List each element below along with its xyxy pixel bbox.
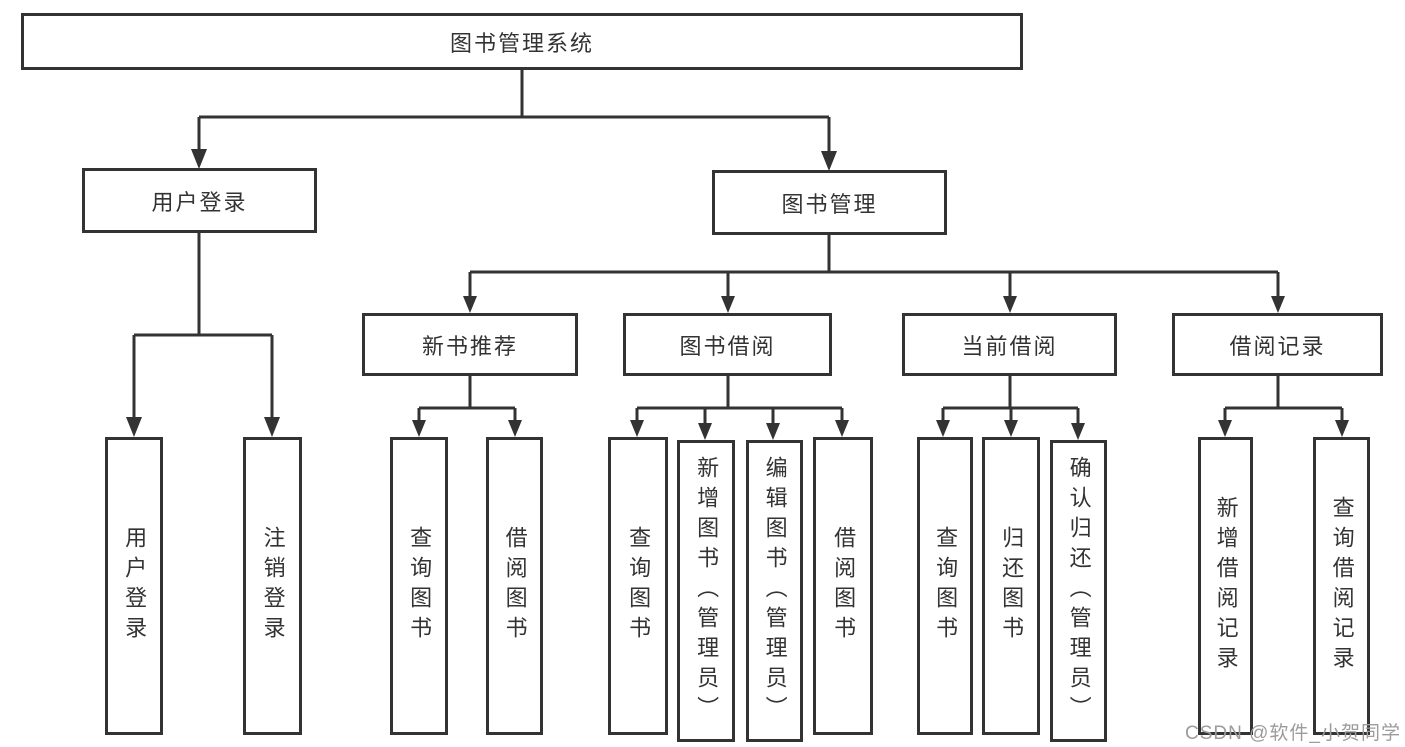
watermark: CSDN @软件_小贺同学 — [1185, 723, 1401, 744]
leaf-query-borrow-record: 查询借阅记录 — [1313, 437, 1370, 735]
leaf-return-books: 归还图书 — [982, 437, 1040, 735]
leaf-edit-books-admin-label: 编辑图书（管理员） — [762, 456, 788, 726]
node-book-borrowing: 图书借阅 — [623, 313, 832, 376]
node-borrowing-records: 借阅记录 — [1172, 313, 1383, 376]
leaf-query-borrow-record-label: 查询借阅记录 — [1329, 496, 1355, 676]
leaf-add-borrow-record-label: 新增借阅记录 — [1213, 496, 1239, 676]
leaf-query-books-borrowing-label: 查询图书 — [626, 526, 652, 646]
connector-arrowheads — [126, 149, 1349, 440]
leaf-query-books-recommend-label: 查询图书 — [407, 526, 433, 646]
leaf-confirm-return-admin: 确认归还（管理员） — [1050, 440, 1107, 742]
leaf-query-books-recommend: 查询图书 — [390, 437, 448, 735]
leaf-add-borrow-record: 新增借阅记录 — [1198, 437, 1253, 735]
node-current-borrowing: 当前借阅 — [902, 313, 1117, 376]
node-book-management: 图书管理 — [712, 170, 947, 235]
node-new-book-recommendation: 新书推荐 — [362, 313, 578, 376]
node-library-management-system: 图书管理系统 — [21, 13, 1023, 70]
leaf-borrow-books-recommend: 借阅图书 — [486, 437, 543, 735]
leaf-logout-label: 注销登录 — [260, 526, 286, 646]
leaf-query-books-current: 查询图书 — [917, 437, 973, 735]
leaf-edit-books-admin: 编辑图书（管理员） — [746, 440, 803, 742]
leaf-borrow-books-recommend-label: 借阅图书 — [502, 526, 528, 646]
leaf-borrow-books-borrowing-label: 借阅图书 — [831, 526, 857, 646]
leaf-add-books-admin-label: 新增图书（管理员） — [694, 456, 720, 726]
leaf-add-books-admin: 新增图书（管理员） — [677, 440, 735, 742]
leaf-confirm-return-admin-label: 确认归还（管理员） — [1066, 456, 1092, 726]
leaf-query-books-current-label: 查询图书 — [933, 526, 959, 646]
leaf-user-login-label: 用户登录 — [122, 526, 148, 646]
connector-stems-and-bars — [132, 70, 1344, 424]
node-user-login: 用户登录 — [82, 168, 317, 233]
leaf-borrow-books-borrowing: 借阅图书 — [813, 437, 873, 735]
leaf-user-login: 用户登录 — [105, 437, 163, 735]
leaf-return-books-label: 归还图书 — [999, 526, 1025, 646]
leaf-query-books-borrowing: 查询图书 — [608, 437, 668, 735]
leaf-logout: 注销登录 — [243, 437, 302, 735]
